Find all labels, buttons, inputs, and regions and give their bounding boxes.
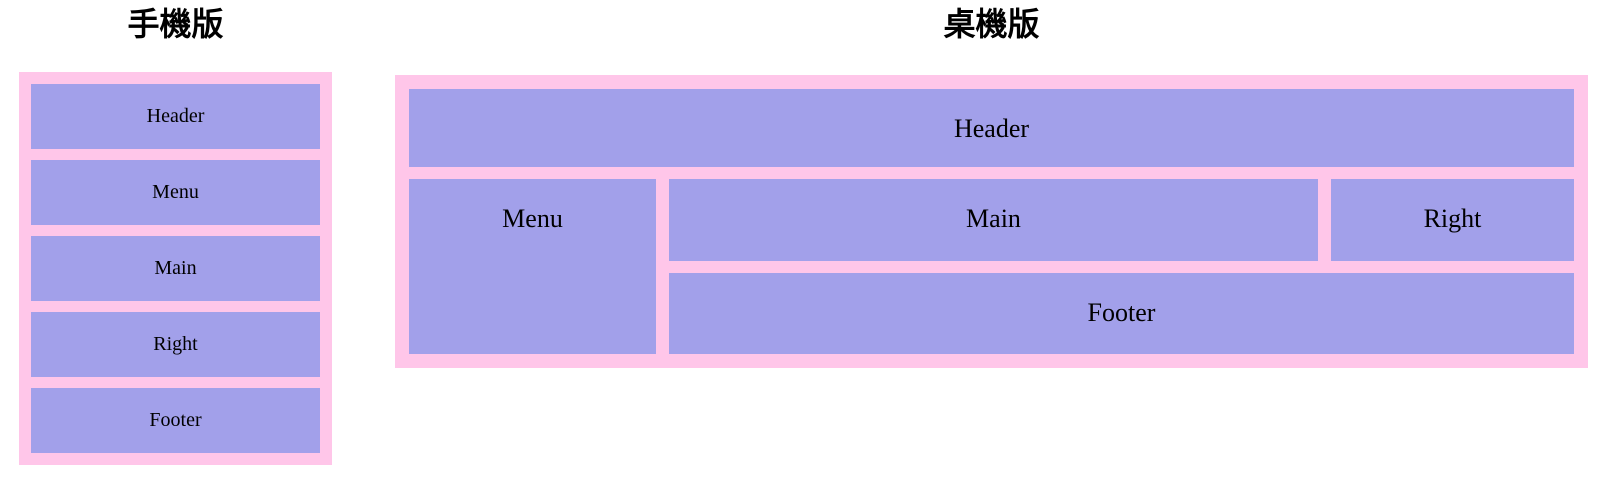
mobile-box-main: Main [31,236,320,301]
desktop-box-main: Main [669,179,1318,261]
desktop-version-title: 桌機版 [943,6,1040,42]
desktop-box-header: Header [409,89,1574,167]
mobile-box-header: Header [31,84,320,149]
mobile-box-right: Right [31,312,320,377]
mobile-layout-container: Header Menu Main Right Footer [19,72,332,465]
mobile-version-title: 手機版 [127,6,224,42]
desktop-layout-container: Header Menu Main Right Footer [395,75,1588,368]
desktop-box-right: Right [1331,179,1574,261]
mobile-box-menu: Menu [31,160,320,225]
desktop-box-footer: Footer [669,273,1574,354]
desktop-box-menu: Menu [409,179,656,354]
mobile-box-footer: Footer [31,388,320,453]
